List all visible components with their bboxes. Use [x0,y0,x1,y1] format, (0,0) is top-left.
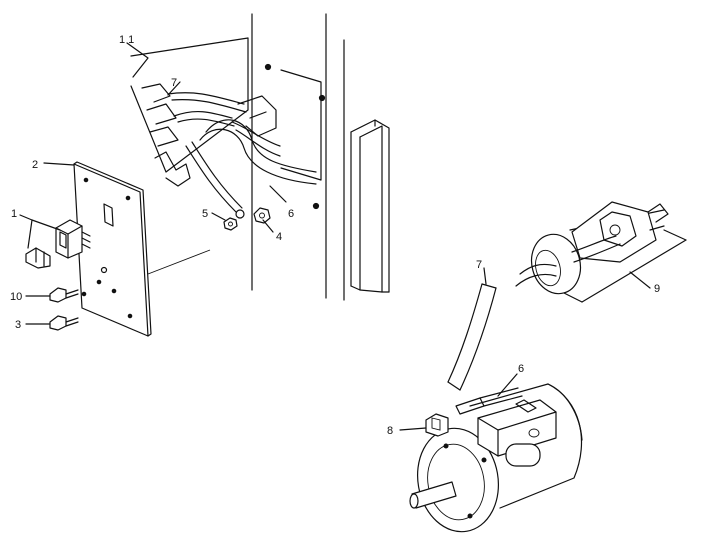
callout-4: 4 [276,231,282,243]
callout-3: 3 [15,319,21,331]
motor [409,383,583,533]
callout-9: 9 [654,283,660,295]
callout-11: 1 1 [119,34,134,46]
part-2-switch-plate [73,161,211,337]
part-4-nut [253,207,271,224]
callout-6-lower: 6 [518,363,524,375]
callout-2: 2 [32,159,38,171]
ground-wire [185,141,245,219]
leader-lines [19,42,651,431]
part-1-switch [25,219,91,269]
part-5-hex-nut [223,217,238,231]
callout-1: 1 [11,208,17,220]
corner-channel [350,119,390,293]
callout-7-lower: 7 [476,259,482,271]
callout-10: 10 [10,291,22,303]
part-7-lead-wires-upper [167,92,247,127]
part-6-cable-lower [455,387,523,415]
part-6-cable-upper [199,119,317,185]
part-10-screw [49,266,108,303]
cabinet-wall [251,13,345,301]
part-3-screw [49,315,79,331]
callout-5: 5 [202,208,208,220]
part-9-terminal-assembly [515,201,687,303]
callout-8: 8 [387,425,393,437]
part-7-wire-lower [447,283,497,391]
part-8-connector [425,413,449,437]
callout-7-upper: 7 [171,77,177,89]
callout-6-upper: 6 [288,208,294,220]
